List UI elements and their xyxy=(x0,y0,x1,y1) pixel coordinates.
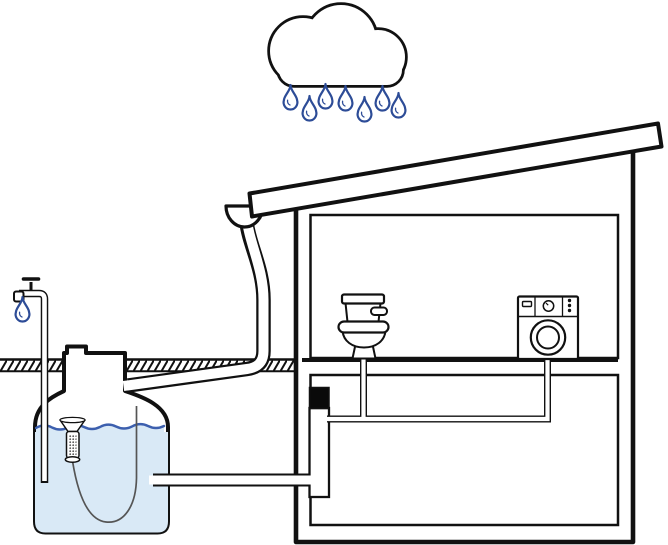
washer-button-1 xyxy=(567,298,572,303)
filter-mesh xyxy=(69,434,77,455)
garden-tap xyxy=(13,277,49,483)
rain-cloud xyxy=(267,2,408,88)
filter-foot xyxy=(64,455,81,464)
filter-cap xyxy=(59,416,86,424)
toilet-bowl xyxy=(341,330,387,349)
distribution-pipe-fill xyxy=(325,354,550,422)
raindrop xyxy=(390,91,407,119)
ground-hatch-right xyxy=(125,359,296,371)
toilet-seat xyxy=(337,320,390,334)
waterline xyxy=(35,422,166,431)
pump-box xyxy=(308,386,330,410)
tap-pipe-fill xyxy=(16,291,47,481)
storage-tank xyxy=(33,344,170,535)
toilet-cistern-lid xyxy=(340,293,386,305)
floating-filter xyxy=(59,416,86,464)
washer-button-2 xyxy=(567,303,572,308)
riser-column xyxy=(308,406,331,499)
basement-room xyxy=(309,373,620,527)
toilet-flush-button xyxy=(370,306,388,316)
raindrop xyxy=(374,84,391,112)
washer-detergent-drawer xyxy=(521,300,533,308)
washer-dial-mark xyxy=(545,302,549,306)
raindrop xyxy=(301,94,318,122)
downspout-fill xyxy=(122,216,269,391)
washer-button-3 xyxy=(567,308,572,313)
raindrops xyxy=(282,82,407,123)
pump-unit xyxy=(308,386,331,499)
ground-hatch-left xyxy=(0,359,64,371)
downspout-pipe xyxy=(122,216,271,393)
raindrop xyxy=(337,84,354,112)
raindrop xyxy=(282,83,299,111)
cloud-fill xyxy=(270,5,405,85)
washer-dial xyxy=(542,300,555,312)
raindrop xyxy=(356,95,373,123)
water-fill xyxy=(35,432,168,533)
toilet xyxy=(337,293,390,360)
house xyxy=(293,147,636,545)
washing-machine xyxy=(516,295,580,361)
washer-door-inner xyxy=(536,325,560,350)
roof xyxy=(247,121,664,219)
indoor-pipes xyxy=(325,354,551,423)
suction-hose xyxy=(71,406,138,523)
